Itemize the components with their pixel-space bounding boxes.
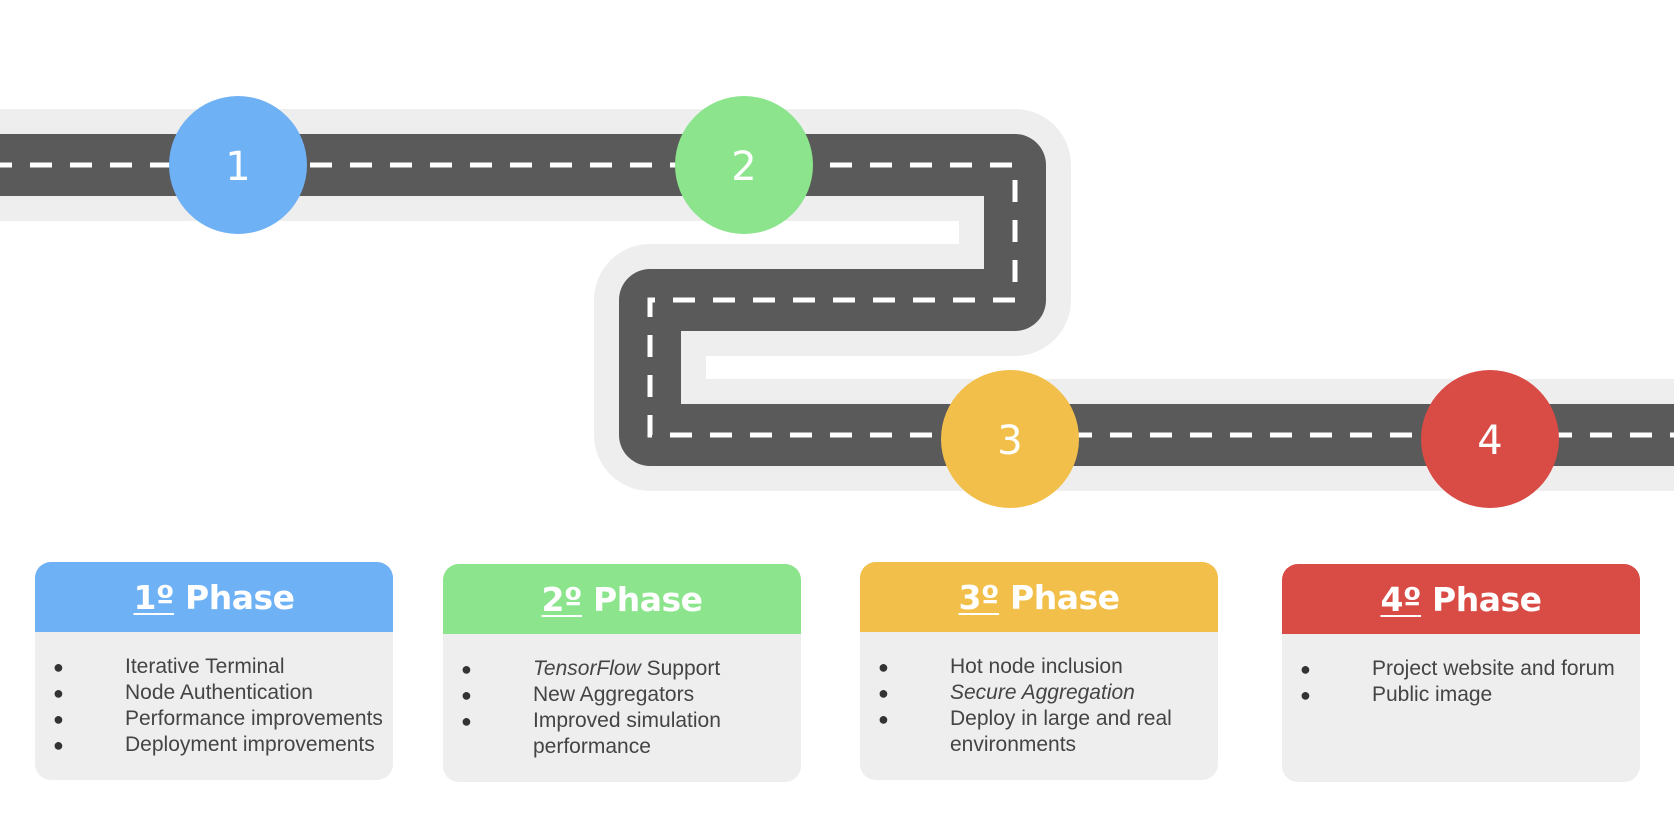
- feature-text: Hot node inclusion: [950, 655, 1123, 678]
- phase-card-header: 1º Phase: [35, 562, 393, 632]
- phase-feature-item: ● Node Authentication: [53, 680, 383, 706]
- feature-text: Deploy in large and real environments: [950, 707, 1172, 756]
- phase-card-3: 3º Phase ● Hot node inclusion ● Secure Aggr…: [860, 562, 1218, 780]
- phase-feature-list: ● Hot node inclusion ● Secure Aggregation ● D…: [860, 632, 1218, 758]
- phase-card-1: 1º Phase ● Iterative Terminal ● Node Authen…: [35, 562, 393, 780]
- phase-title: Phase: [185, 577, 295, 617]
- phase-feature-item: ● Public image: [1300, 682, 1630, 708]
- phase-feature-list: ● Project website and forum ● Public image: [1282, 634, 1640, 708]
- feature-text: Node Authentication: [125, 681, 313, 704]
- phase-feature-item: ● Hot node inclusion: [878, 654, 1208, 680]
- phase-ordinal: 4º: [1380, 579, 1422, 619]
- marker-number: 4: [1477, 418, 1502, 464]
- marker-number: 3: [997, 418, 1022, 464]
- phase-feature-list: ● TensorFlow Support ● New Aggregators ● Impr…: [443, 634, 801, 760]
- phase-feature-item: ● Deployment improvements: [53, 732, 383, 758]
- feature-italic-text: Secure Aggregation: [950, 681, 1135, 704]
- phase-feature-item: ● Performance improvements: [53, 706, 383, 732]
- feature-text: Deployment improvements: [125, 733, 375, 756]
- phase-title: Phase: [1010, 577, 1120, 617]
- phase-card-2: 2º Phase ● TensorFlow Support ● New Aggrega…: [443, 564, 801, 782]
- marker-number: 2: [731, 144, 756, 190]
- bullet-icon: ●: [53, 735, 64, 755]
- phase-feature-item: ● Improved simulation performance: [461, 708, 791, 760]
- feature-text: Support: [640, 657, 721, 680]
- bullet-icon: ●: [878, 683, 889, 703]
- marker-2: 2: [675, 96, 813, 234]
- marker-circle: [941, 370, 1079, 508]
- feature-text: New Aggregators: [533, 683, 695, 706]
- phase-title: Phase: [593, 579, 703, 619]
- marker-circle: [1421, 370, 1559, 508]
- bullet-icon: ●: [878, 709, 889, 729]
- phase-ordinal: 3º: [958, 577, 1000, 617]
- feature-italic-text: TensorFlow: [533, 657, 641, 680]
- marker-4: 4: [1421, 370, 1559, 508]
- phase-card-4: 4º Phase ● Project website and forum ● Publ…: [1282, 564, 1640, 782]
- marker-circle: [169, 96, 307, 234]
- phase-card-header: 4º Phase: [1282, 564, 1640, 634]
- phase-feature-item: ● Iterative Terminal: [53, 654, 383, 680]
- bullet-icon: ●: [878, 657, 889, 677]
- phase-feature-item: ● Secure Aggregation: [878, 680, 1208, 706]
- marker-number: 1: [225, 144, 250, 190]
- feature-text: Project website and forum: [1372, 657, 1615, 680]
- bullet-icon: ●: [461, 685, 472, 705]
- marker-circle: [675, 96, 813, 234]
- phase-feature-item: ● Project website and forum: [1300, 656, 1630, 682]
- bullet-icon: ●: [53, 683, 64, 703]
- feature-text: Public image: [1372, 683, 1493, 706]
- bullet-icon: ●: [53, 709, 64, 729]
- phase-card-header: 2º Phase: [443, 564, 801, 634]
- bullet-icon: ●: [461, 659, 472, 679]
- bullet-icon: ●: [53, 657, 64, 677]
- feature-text: Performance improvements: [125, 707, 383, 730]
- phase-feature-item: ● Deploy in large and real environments: [878, 706, 1208, 758]
- phase-ordinal: 2º: [541, 579, 583, 619]
- road-lane-marking: [0, 162, 1674, 438]
- phase-ordinal: 1º: [133, 577, 175, 617]
- marker-1: 1: [169, 96, 307, 234]
- bullet-icon: ●: [1300, 685, 1311, 705]
- bullet-icon: ●: [461, 711, 472, 731]
- feature-text: Iterative Terminal: [125, 655, 285, 678]
- phase-feature-item: ● TensorFlow Support: [461, 656, 791, 682]
- phase-feature-item: ● New Aggregators: [461, 682, 791, 708]
- bullet-icon: ●: [1300, 659, 1311, 679]
- feature-text: Improved simulation performance: [533, 709, 721, 758]
- phase-feature-list: ●Iterative Terminal●Node Authentication●…: [35, 632, 393, 758]
- marker-3: 3: [941, 370, 1079, 508]
- phase-card-header: 3º Phase: [860, 562, 1218, 632]
- phase-title: Phase: [1432, 579, 1542, 619]
